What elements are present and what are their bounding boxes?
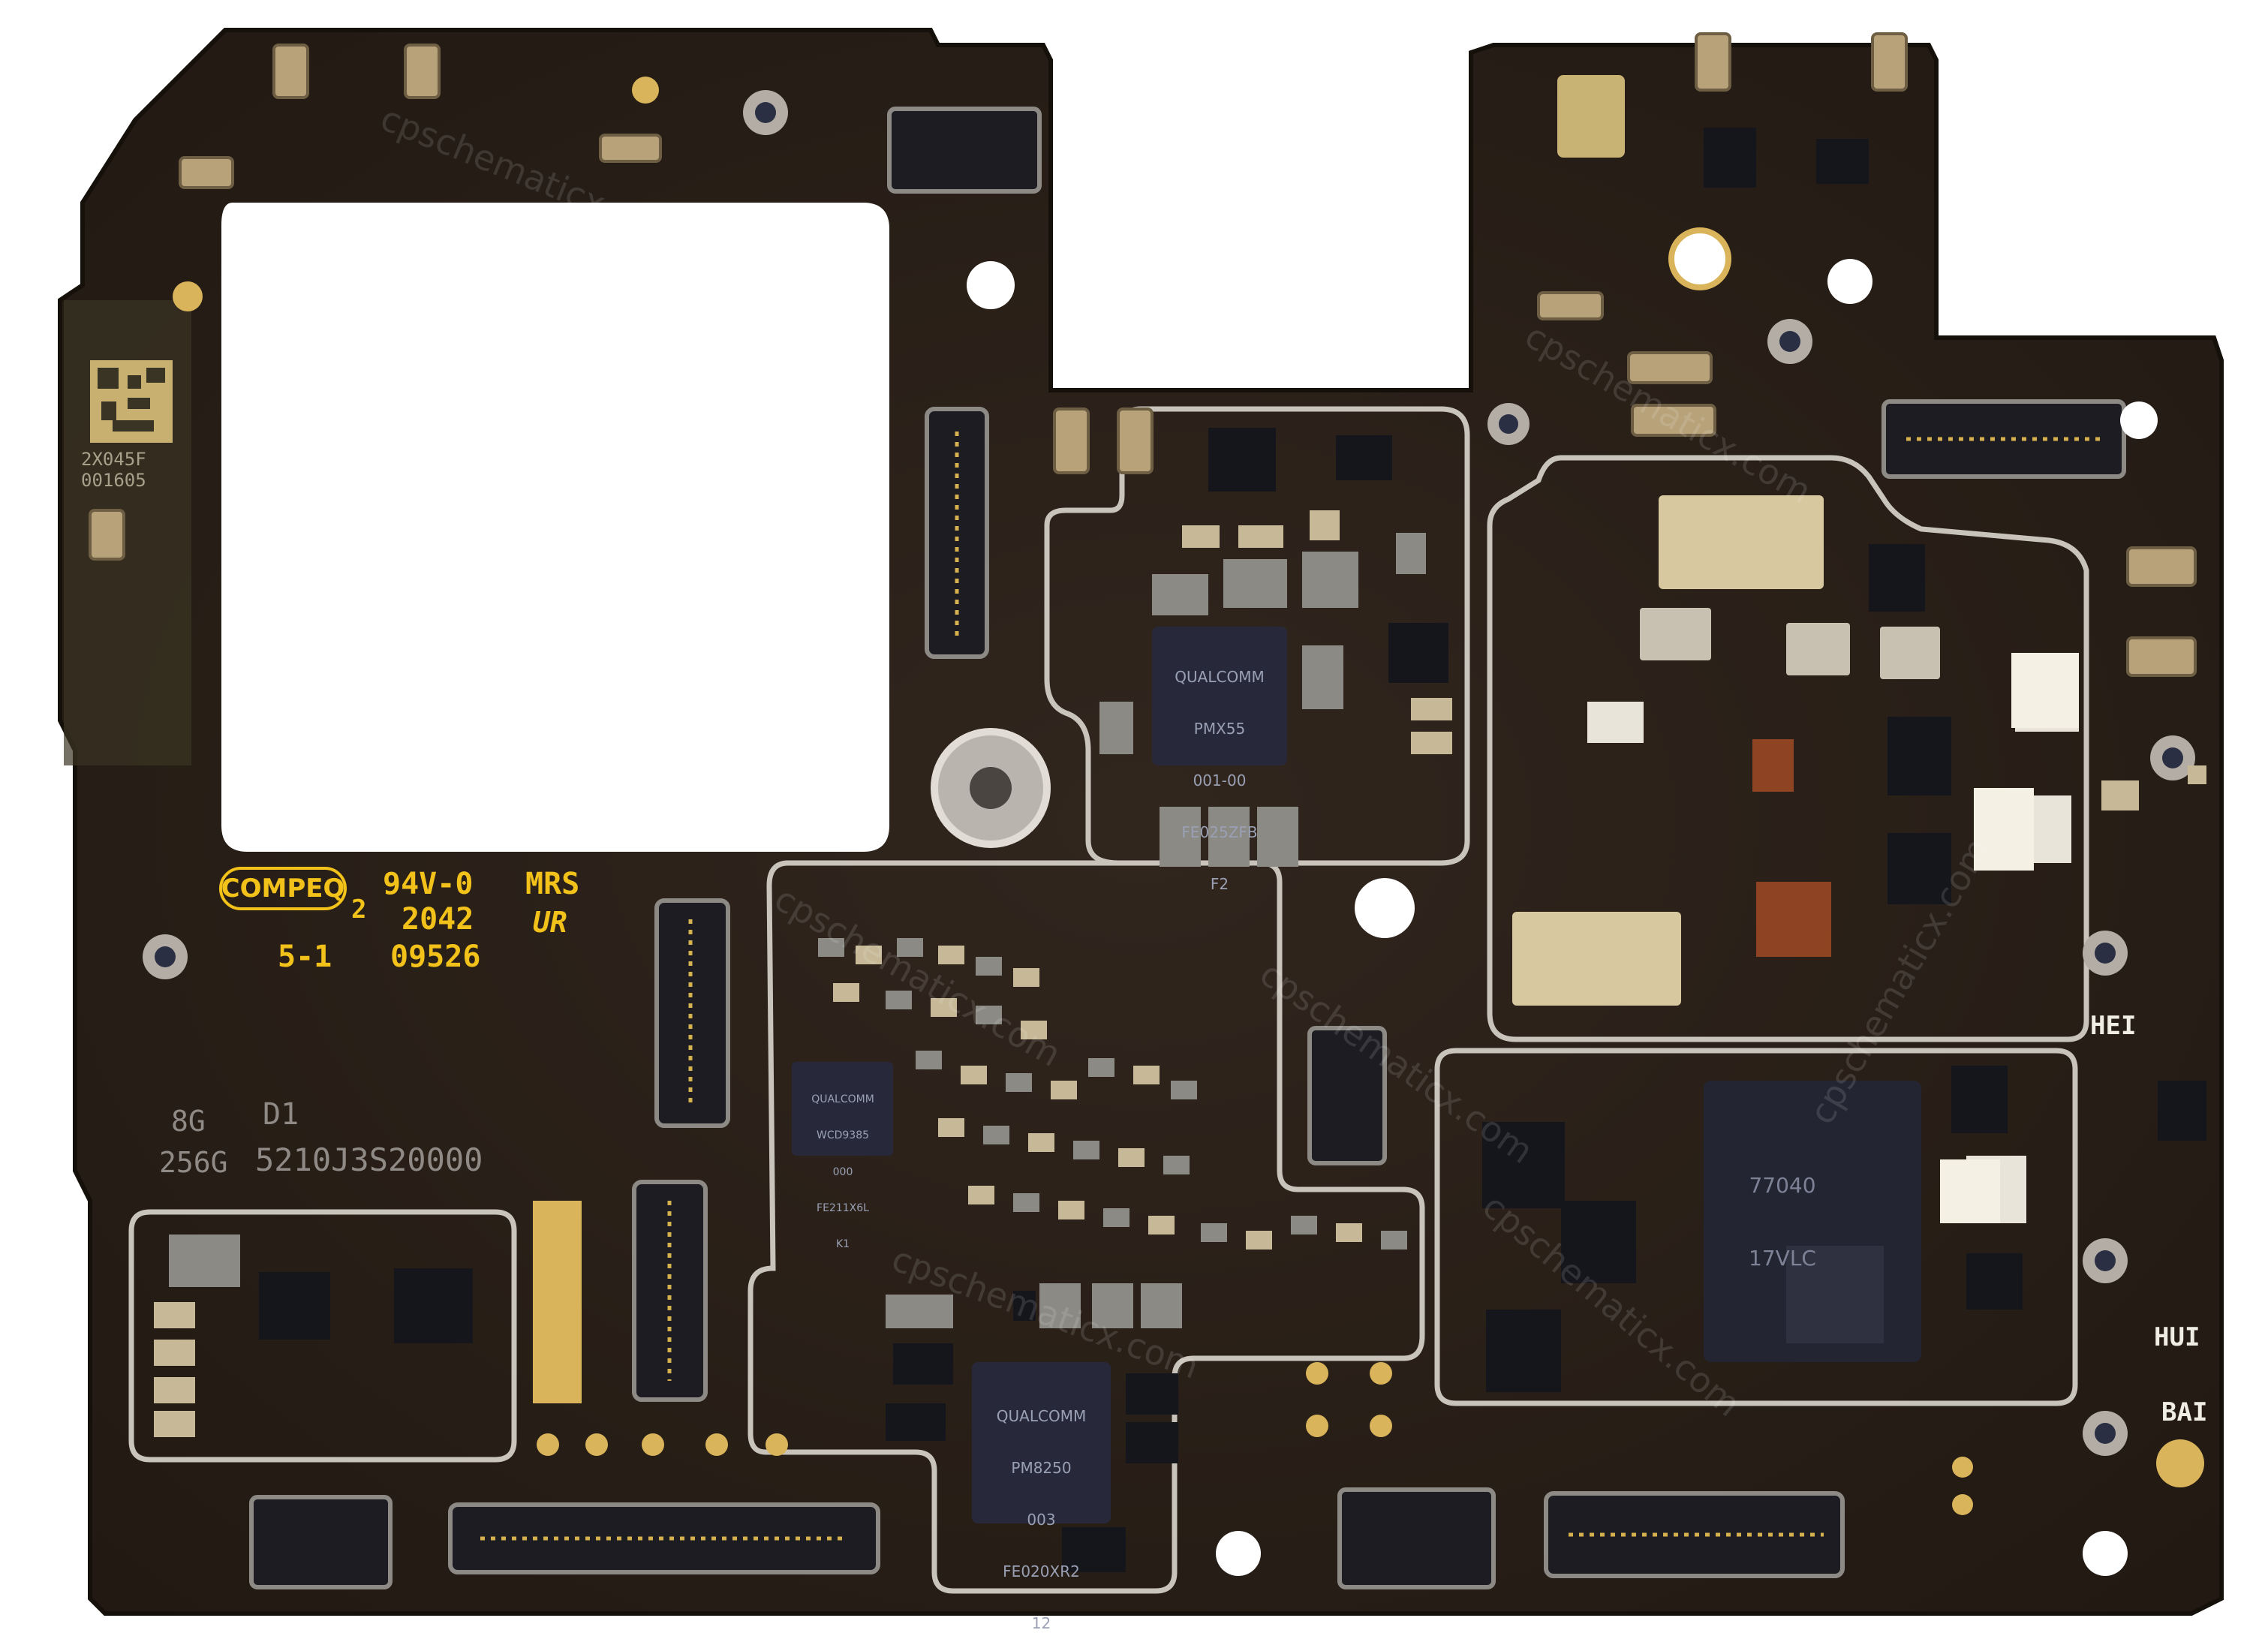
antenna-connectors bbox=[143, 90, 2195, 1456]
rf-module-4 bbox=[1786, 623, 1850, 675]
chip-line: 001-00 bbox=[1193, 771, 1247, 789]
chip-line: WCD9385 bbox=[816, 1129, 870, 1142]
shield-bottom-left bbox=[128, 1209, 517, 1463]
chip-line: FE211X6L bbox=[817, 1202, 869, 1215]
model-code: D1 bbox=[263, 1097, 299, 1132]
connectors bbox=[249, 107, 2126, 1589]
chip-line: QUALCOMM bbox=[1175, 668, 1265, 686]
mounting-holes bbox=[173, 227, 2204, 1576]
chip-wcd-marking: QUALCOMM WCD9385 000 FE211X6L K1 bbox=[794, 1069, 892, 1263]
chip-line: 77040 bbox=[1749, 1173, 1816, 1198]
rating-label: 94V-0 bbox=[383, 867, 474, 901]
chip-pmx55-marking: QUALCOMM PMX55 001-00 FE025ZFB F2 bbox=[1156, 634, 1283, 910]
shield-pmx55 bbox=[1044, 406, 1470, 866]
chip-line: QUALCOMM bbox=[811, 1093, 874, 1106]
date-code: 2042 bbox=[402, 902, 474, 937]
white-led-1 bbox=[1974, 788, 2034, 871]
chip-line: 000 bbox=[832, 1165, 853, 1178]
qr-code-left bbox=[90, 360, 173, 443]
storage-label: 256G bbox=[159, 1146, 228, 1179]
chip-line: FE025ZFB bbox=[1181, 823, 1258, 841]
spring-contacts bbox=[89, 32, 2197, 677]
serial-label: 5210J3S20000 bbox=[255, 1141, 483, 1178]
white-led-2 bbox=[2011, 653, 2079, 728]
rf-module-2 bbox=[1512, 912, 1681, 1006]
qr-code-text-2: 001605 bbox=[81, 470, 146, 491]
chip-soc-marking: 77040 17VLC bbox=[1734, 1126, 1831, 1295]
mrs-label: MRS bbox=[525, 867, 580, 901]
small-ics bbox=[259, 128, 2206, 1572]
shield-center bbox=[747, 860, 1425, 1594]
white-led-3 bbox=[1940, 1159, 2000, 1223]
chip-line: 12 bbox=[1031, 1614, 1051, 1632]
connector-pins bbox=[480, 432, 2101, 1541]
rf-module-1 bbox=[1659, 495, 1824, 589]
chip-wcd bbox=[792, 1062, 893, 1156]
microphone bbox=[1557, 75, 1625, 158]
chip-line: F2 bbox=[1210, 875, 1229, 893]
compeq-logo: COMPEQ bbox=[219, 867, 347, 910]
chip-soc-qr bbox=[1786, 1246, 1884, 1343]
chip-pmx55 bbox=[1152, 627, 1287, 765]
chip-line: PMX55 bbox=[1193, 720, 1246, 738]
shield-rf bbox=[1487, 455, 2089, 1042]
ul-mark: UR bbox=[533, 906, 567, 939]
ram-label: 8G bbox=[171, 1105, 206, 1138]
chip-pm8250 bbox=[972, 1362, 1111, 1523]
logo-digit: 2 bbox=[351, 895, 367, 925]
shield-soc bbox=[1434, 1048, 2078, 1406]
antenna-label-hui: HUI bbox=[2154, 1322, 2200, 1352]
rf-module-3 bbox=[1640, 608, 1711, 660]
chip-line: 17VLC bbox=[1749, 1245, 1816, 1271]
passive-components bbox=[154, 510, 2206, 1437]
chip-line: FE020XR2 bbox=[1003, 1562, 1080, 1580]
lot-code: 09526 bbox=[390, 940, 481, 974]
rf-module-5 bbox=[1880, 627, 1940, 679]
chip-pm8250-marking: QUALCOMM PM8250 003 FE020XR2 12 bbox=[976, 1373, 1107, 1649]
antenna-label-bai: BAI bbox=[2161, 1397, 2208, 1427]
chip-line: PM8250 bbox=[1011, 1459, 1072, 1477]
camera-cutout bbox=[221, 203, 889, 852]
chip-line: 003 bbox=[1027, 1511, 1056, 1529]
qr-code-text-1: 2X045F bbox=[81, 449, 146, 470]
chip-line: K1 bbox=[835, 1238, 850, 1251]
test-pads bbox=[533, 77, 1973, 1515]
chip-line: QUALCOMM bbox=[996, 1407, 1087, 1425]
antenna-label-hei: HEI bbox=[2090, 1011, 2137, 1041]
layer-code: 5-1 bbox=[278, 940, 332, 974]
bga-pads bbox=[1752, 739, 1831, 957]
